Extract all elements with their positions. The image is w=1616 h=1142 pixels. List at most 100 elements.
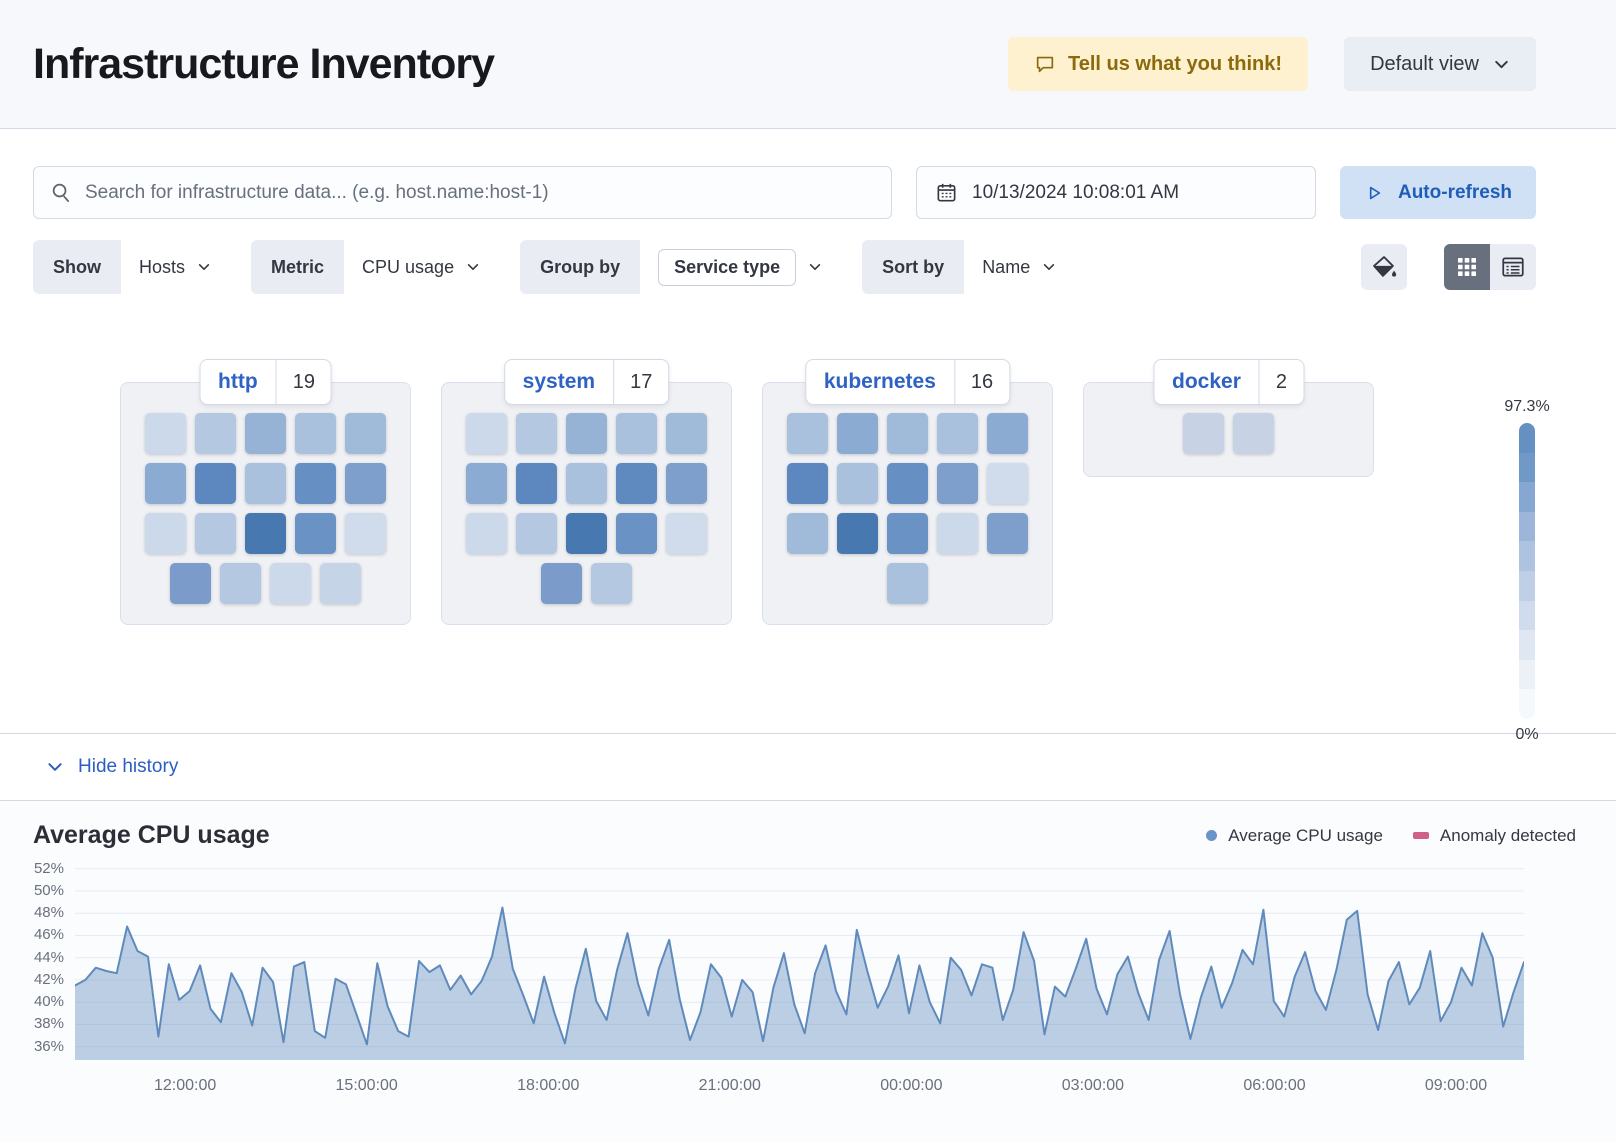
sort-by-filter-select[interactable]: Name <box>964 240 1075 294</box>
y-axis-label: 48% <box>33 904 64 922</box>
host-tile[interactable] <box>666 463 707 504</box>
sort-by-filter-value: Name <box>982 256 1031 277</box>
host-tile[interactable] <box>145 413 186 454</box>
badge-divider <box>613 360 615 404</box>
metric-filter: Metric CPU usage <box>251 240 499 294</box>
host-tile[interactable] <box>295 413 336 454</box>
badge-divider <box>1258 360 1260 404</box>
host-tile[interactable] <box>787 413 828 454</box>
host-tile[interactable] <box>566 413 607 454</box>
group-name-link[interactable]: system <box>522 370 596 393</box>
host-tile[interactable] <box>1233 413 1274 454</box>
host-tile[interactable] <box>145 513 186 554</box>
host-tile[interactable] <box>220 563 261 604</box>
host-tile[interactable] <box>616 413 657 454</box>
host-tile[interactable] <box>837 463 878 504</box>
host-tile[interactable] <box>345 463 386 504</box>
color-scale-min: 0% <box>1515 726 1539 743</box>
host-tile[interactable] <box>887 563 928 604</box>
host-tile[interactable] <box>270 563 311 604</box>
group-name-link[interactable]: kubernetes <box>823 370 936 393</box>
host-tile[interactable] <box>466 413 507 454</box>
chevron-down-icon <box>808 260 822 274</box>
scale-step <box>1519 570 1535 601</box>
group-name-link[interactable]: http <box>218 370 258 393</box>
host-tile[interactable] <box>245 413 286 454</box>
grid-view-button[interactable] <box>1444 244 1490 290</box>
auto-refresh-button[interactable]: Auto-refresh <box>1340 166 1536 219</box>
host-tile[interactable] <box>937 513 978 554</box>
host-tile[interactable] <box>566 463 607 504</box>
host-tile[interactable] <box>541 563 582 604</box>
host-tile[interactable] <box>170 563 211 604</box>
group-count: 2 <box>1275 370 1287 393</box>
group-by-filter-value[interactable]: Service type <box>658 248 797 286</box>
x-axis-label: 21:00:00 <box>698 1077 761 1094</box>
host-tile[interactable] <box>887 513 928 554</box>
host-tile[interactable] <box>987 413 1028 454</box>
host-tile[interactable] <box>787 463 828 504</box>
host-tile[interactable] <box>145 463 186 504</box>
host-tile[interactable] <box>937 413 978 454</box>
filter-row: Show Hosts Metric CPU usage Group by Ser… <box>0 240 1616 294</box>
scale-step <box>1519 423 1535 453</box>
color-palette-button[interactable] <box>1361 244 1407 290</box>
host-tile[interactable] <box>295 513 336 554</box>
feedback-button[interactable]: Tell us what you think! <box>1007 37 1309 91</box>
host-tile[interactable] <box>1183 413 1224 454</box>
host-tile[interactable] <box>837 413 878 454</box>
host-tile[interactable] <box>466 463 507 504</box>
host-tile[interactable] <box>787 513 828 554</box>
metric-filter-label: Metric <box>251 240 345 294</box>
y-axis-labels: 36%38%40%42%44%46%48%50%52% <box>0 860 64 1060</box>
host-tile[interactable] <box>987 463 1028 504</box>
cpu-usage-chart[interactable] <box>74 862 1525 1060</box>
host-tile[interactable] <box>516 513 557 554</box>
host-tile[interactable] <box>616 463 657 504</box>
host-tile[interactable] <box>887 413 928 454</box>
host-tile[interactable] <box>466 513 507 554</box>
host-tile[interactable] <box>320 563 361 604</box>
host-tile[interactable] <box>566 513 607 554</box>
table-view-button[interactable] <box>1490 244 1536 290</box>
view-controls <box>1361 244 1536 290</box>
search-input[interactable] <box>85 181 875 204</box>
group-count: 19 <box>292 370 315 393</box>
x-axis-label: 12:00:00 <box>153 1077 217 1094</box>
host-tile[interactable] <box>345 413 386 454</box>
y-axis-label: 42% <box>33 970 64 988</box>
host-tile[interactable] <box>245 463 286 504</box>
legend-item-anomaly[interactable]: Anomaly detected <box>1412 826 1576 846</box>
host-tile[interactable] <box>666 413 707 454</box>
legend-item-average-cpu[interactable]: Average CPU usage <box>1206 826 1383 846</box>
group-name-link[interactable]: docker <box>1172 370 1241 393</box>
show-filter-value: Hosts <box>139 256 186 277</box>
host-tile[interactable] <box>195 413 236 454</box>
hide-history-toggle[interactable]: Hide history <box>0 733 1616 801</box>
host-tile[interactable] <box>516 413 557 454</box>
host-tile[interactable] <box>245 513 286 554</box>
host-tile[interactable] <box>666 513 707 554</box>
host-tile[interactable] <box>295 463 336 504</box>
group-by-filter-select[interactable]: Service type <box>640 240 841 294</box>
host-tile[interactable] <box>195 463 236 504</box>
chevron-down-icon <box>46 758 64 776</box>
host-tile[interactable] <box>987 513 1028 554</box>
host-tile[interactable] <box>887 463 928 504</box>
host-tile[interactable] <box>591 563 632 604</box>
host-tile[interactable] <box>195 513 236 554</box>
host-tile[interactable] <box>516 463 557 504</box>
calendar-icon <box>935 181 958 204</box>
x-axis-label: 18:00:00 <box>517 1077 580 1094</box>
default-view-button[interactable]: Default view <box>1344 37 1536 91</box>
host-tile[interactable] <box>937 463 978 504</box>
show-filter-select[interactable]: Hosts <box>121 240 230 294</box>
host-tile[interactable] <box>345 513 386 554</box>
host-tile[interactable] <box>616 513 657 554</box>
host-tile[interactable] <box>837 513 878 554</box>
metric-filter-select[interactable]: CPU usage <box>344 240 499 294</box>
date-time-picker[interactable]: 10/13/2024 10:08:01 AM <box>916 166 1316 219</box>
